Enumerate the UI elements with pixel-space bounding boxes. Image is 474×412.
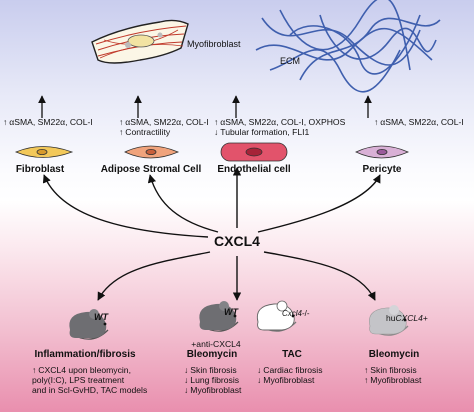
effect-line: Lung fibrosis [184,375,241,385]
anti-cxcl4-subtitle: +anti-CXCL4 [191,339,241,349]
effect-line: Skin fibrosis [364,365,421,375]
cxcl4-label: CXCL4 [214,233,260,249]
effect-line: Cardiac fibrosis [257,365,322,375]
pericyte-effects: αSMA, SM22α, COL-I [374,117,463,127]
ecm-label: ECM [280,56,300,66]
cxcl4-knockout-mouse-icon [256,300,297,332]
hucxcl4-tag-suffix: + [422,313,428,323]
ecm-illustration [255,0,441,93]
mouse-model-title: TAC [282,349,302,360]
wt-anti-cxcl4-mouse-tag: WT [224,307,238,317]
pericyte-label: Pericyte [362,164,402,175]
tac-effects: Cardiac fibrosis Myofibroblast [257,365,323,385]
adipose-stromal-cell-label: Adipose Stromal Cell [100,164,202,175]
cell-shapes [14,142,409,162]
adipose-effect-line: αSMA, SM22α, COL-I [119,117,208,127]
myofibroblast-label: Myofibroblast [187,39,241,49]
effect-line: Myofibroblast [184,385,241,395]
hucxcl4-tag-gene: CXCL4 [395,313,423,323]
endothelial-cell-label: Endothelial cell [217,164,291,175]
effect-line: Skin fibrosis [184,365,241,375]
effect-line: CXCL4 upon bleomycin, [32,365,147,375]
hucxcl4-mouse-icon [369,305,409,336]
pericyte-effect-line: αSMA, SM22α, COL-I [374,117,463,127]
mouse-model-title: Bleomycin [368,349,420,360]
hucxcl4-tag-prefix: hu [386,313,396,323]
cxcl4-to-mouse-arrows [97,251,376,301]
adipose-stromal-cell-effects: αSMA, SM22α, COL-I Contractility [119,117,209,137]
cxcl4-knockout-tag: Cxcl4-/- [282,309,310,319]
hucxcl4-tag: huCXCL4+ [386,313,428,323]
differentiation-arrows [38,95,372,118]
effect-line: poly(I:C), LPS treatment [32,375,125,385]
wt-anti-cxcl4-mouse-icon [199,301,239,332]
endothelial-cell-effects: αSMA, SM22α, COL-I, OXPHOS Tubular forma… [214,117,345,137]
fibroblast-effects: αSMA, SM22α, COL-I [3,117,92,127]
myofibroblast-illustration [91,19,189,64]
mouse-model-title: Inflammation/fibrosis [34,349,136,360]
cxcl4-to-cell-arrows [42,167,381,238]
wt-mouse-tag: WT [94,312,108,322]
mouse-model-title: Bleomycin [186,349,238,360]
effect-line: Myofibroblast [364,375,421,385]
inflammation-fibrosis-effects: CXCL4 upon bleomycin, poly(I:C), LPS tre… [32,365,147,395]
adipose-effect-line: Contractility [119,127,209,137]
effect-line: Myofibroblast [257,375,323,385]
anti-cxcl4-bleomycin-effects: Skin fibrosis Lung fibrosis Myofibroblas… [184,365,241,395]
endothelial-effect-line: Tubular formation, FLI1 [214,127,345,137]
fibroblast-effect-line: αSMA, SM22α, COL-I [3,117,92,127]
endothelial-effect-line: αSMA, SM22α, COL-I, OXPHOS [214,117,345,127]
fibroblast-label: Fibroblast [15,164,65,175]
effect-line: and in Scl-GvHD, TAC models [32,385,148,395]
wt-mouse-icon [69,309,109,340]
cxcl4-knockout-tag-suffix: -/- [302,309,310,318]
hucxcl4-bleomycin-effects: Skin fibrosis Myofibroblast [364,365,421,385]
cxcl4-knockout-tag-gene: Cxcl4 [282,309,303,318]
